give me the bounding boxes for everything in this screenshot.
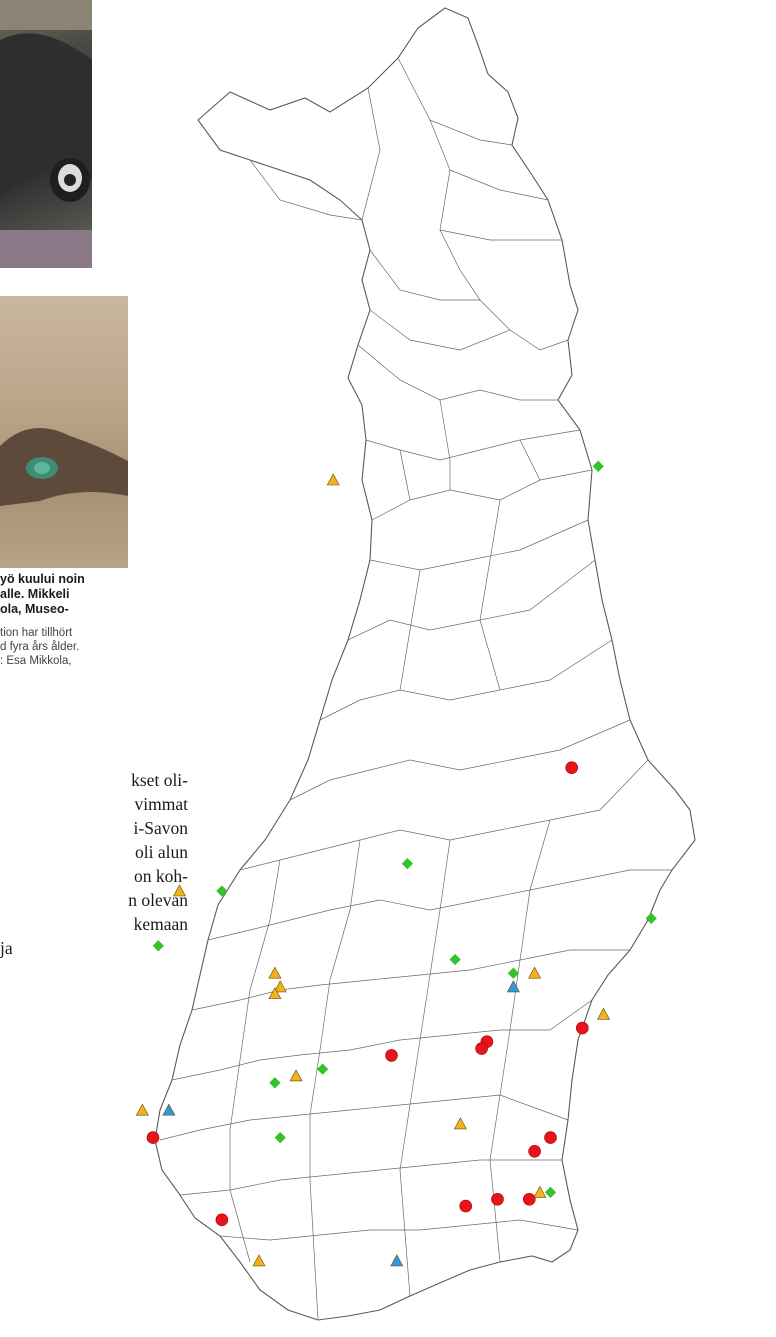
red-circle-marker — [459, 1199, 473, 1213]
green-diamond-marker — [269, 1077, 281, 1089]
green-diamond-marker — [216, 885, 228, 897]
red-circle-marker — [215, 1213, 229, 1227]
green-diamond-marker — [274, 1131, 286, 1144]
body-text: kset oli- vimmat i-Savon oli alun on koh… — [0, 768, 190, 960]
photo-caption-swedish: tion har tillhört d fyra års ålder. : Es… — [0, 626, 170, 668]
artifact-photo — [0, 296, 128, 568]
body-line: kset oli- — [131, 770, 188, 790]
red-circle-marker — [522, 1192, 536, 1206]
body-line: i-Savon — [133, 818, 188, 838]
excavation-photo — [0, 0, 92, 268]
blue-triangle-marker — [390, 1254, 404, 1267]
body-line: ja — [0, 938, 13, 958]
orange-triangle-marker — [268, 966, 282, 979]
orange-triangle-marker — [268, 987, 282, 1000]
green-diamond-marker — [507, 967, 520, 979]
red-circle-marker — [528, 1145, 541, 1158]
find-markers — [135, 460, 657, 1267]
green-diamond-marker — [645, 912, 657, 925]
photo-caption-finnish: yö kuului noin alle. Mikkeli ola, Museo- — [0, 572, 160, 617]
artifact-photo-art — [0, 428, 128, 506]
orange-triangle-marker — [453, 1117, 467, 1130]
orange-triangle-marker — [252, 1254, 266, 1267]
body-line: on koh- — [134, 866, 188, 886]
orange-triangle-marker — [289, 1069, 303, 1082]
country-outline — [154, 7, 696, 1321]
red-circle-marker — [146, 1131, 160, 1144]
green-diamond-marker — [316, 1063, 329, 1075]
finland-municipality-map — [135, 7, 696, 1321]
blue-triangle-marker — [506, 980, 520, 993]
green-diamond-marker — [592, 460, 604, 472]
orange-triangle-marker — [172, 884, 187, 897]
orange-triangle-marker — [596, 1007, 611, 1020]
red-circle-marker — [544, 1131, 557, 1144]
orange-triangle-marker — [135, 1103, 149, 1116]
caption-line: ola, Museo- — [0, 602, 69, 616]
caption-line: : Esa Mikkola, — [0, 655, 72, 667]
orange-triangle-marker — [326, 473, 340, 486]
green-diamond-marker — [401, 857, 414, 870]
green-diamond-marker — [449, 953, 461, 966]
green-diamond-marker — [544, 1186, 557, 1199]
blue-triangle-marker — [162, 1103, 176, 1116]
red-circle-marker — [575, 1021, 589, 1035]
red-circle-marker — [565, 761, 579, 775]
red-circle-marker — [385, 1049, 398, 1062]
body-line: kemaan — [133, 914, 188, 934]
excavation-photo-art — [0, 0, 92, 268]
body-line: n olevan — [128, 890, 188, 910]
caption-line: alle. Mikkeli — [0, 587, 70, 601]
orange-triangle-marker — [533, 1185, 547, 1198]
body-line: oli alun — [135, 842, 188, 862]
caption-line: d fyra års ålder. — [0, 641, 80, 653]
red-circle-marker — [475, 1042, 488, 1055]
orange-triangle-marker — [273, 980, 287, 993]
green-diamond-marker — [152, 940, 164, 952]
caption-line: tion har tillhört — [0, 627, 73, 639]
body-line: vimmat — [134, 794, 188, 814]
red-circle-marker — [491, 1192, 504, 1206]
municipality-borders — [159, 57, 672, 1321]
caption-line: yö kuului noin — [0, 572, 85, 586]
orange-triangle-marker — [528, 966, 542, 979]
